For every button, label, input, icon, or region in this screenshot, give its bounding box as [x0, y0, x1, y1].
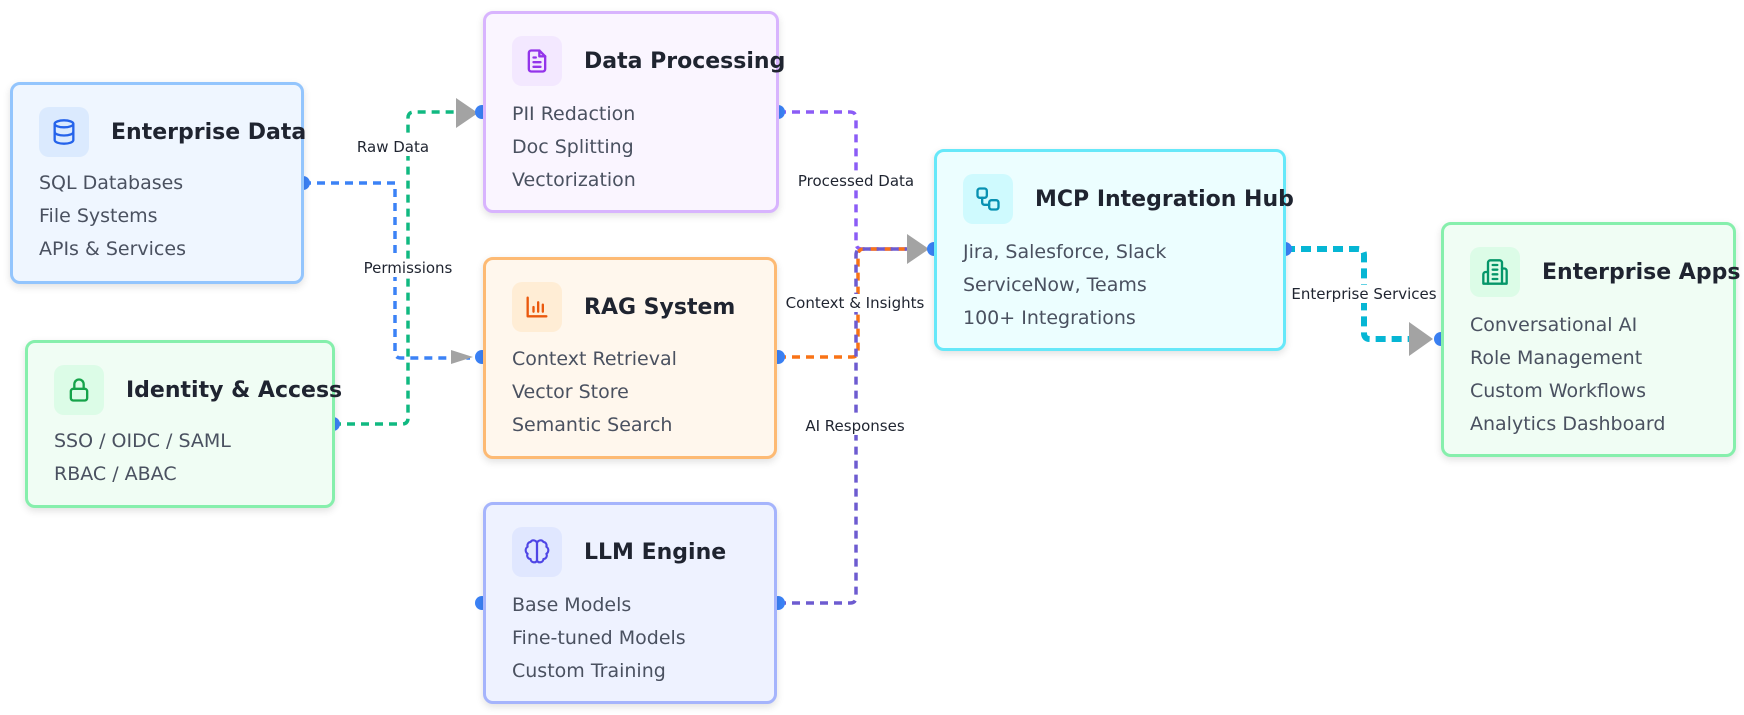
node-title: Enterprise Data: [111, 119, 307, 145]
node-enterprise-data[interactable]: Enterprise Data SQL Databases File Syste…: [10, 82, 307, 284]
node-item: Jira, Salesforce, Slack: [963, 241, 1167, 263]
edge-label-permissions: Permissions: [359, 259, 457, 277]
edge-label-ai-responses: AI Responses: [801, 417, 909, 435]
node-title: LLM Engine: [584, 539, 727, 565]
node-title: Identity & Access: [126, 377, 343, 403]
node-item: Vector Store: [512, 381, 629, 403]
node-item: ServiceNow, Teams: [963, 274, 1147, 296]
node-item: Custom Workflows: [1470, 380, 1646, 402]
workflow-icon: [963, 174, 1013, 224]
node-title: MCP Integration Hub: [1035, 186, 1294, 212]
node-item: Context Retrieval: [512, 348, 677, 370]
edge-label-context-insights: Context & Insights: [781, 294, 929, 312]
node-item: PII Redaction: [512, 103, 636, 125]
node-item: Role Management: [1470, 347, 1643, 369]
bar-chart-icon: [512, 282, 562, 332]
brain-icon: [512, 527, 562, 577]
node-llm-engine[interactable]: LLM Engine Base Models Fine-tuned Models…: [483, 502, 777, 704]
node-title: RAG System: [584, 294, 736, 320]
arrowhead: [1409, 322, 1433, 356]
node-rag-system[interactable]: RAG System Context Retrieval Vector Stor…: [483, 257, 777, 459]
arrowhead: [456, 98, 478, 128]
node-item: Fine-tuned Models: [512, 627, 686, 649]
database-icon: [39, 107, 89, 157]
arrowhead: [451, 350, 473, 364]
node-item: Conversational AI: [1470, 314, 1638, 336]
node-title: Data Processing: [584, 48, 786, 74]
node-item: Analytics Dashboard: [1470, 413, 1666, 435]
node-data-processing[interactable]: Data Processing PII Redaction Doc Splitt…: [483, 11, 785, 213]
edge-label-raw-data: Raw Data: [352, 138, 434, 156]
node-item: File Systems: [39, 205, 158, 227]
node-item: RBAC / ABAC: [54, 463, 177, 485]
node-item: Vectorization: [512, 169, 636, 191]
lock-icon: [54, 365, 104, 415]
node-item: Doc Splitting: [512, 136, 634, 158]
node-identity-access[interactable]: Identity & Access SSO / OIDC / SAML RBAC…: [25, 340, 342, 508]
node-item: Custom Training: [512, 660, 666, 682]
building-icon: [1470, 247, 1520, 297]
node-item: APIs & Services: [39, 238, 186, 260]
edge-label-processed-data: Processed Data: [793, 172, 919, 190]
node-item: 100+ Integrations: [963, 307, 1136, 329]
arrowhead: [907, 234, 929, 264]
node-item: SSO / OIDC / SAML: [54, 430, 231, 452]
node-mcp-integration-hub[interactable]: MCP Integration Hub Jira, Salesforce, Sl…: [934, 149, 1294, 351]
node-item: Base Models: [512, 594, 632, 616]
node-title: Enterprise Apps: [1542, 259, 1741, 285]
node-item: SQL Databases: [39, 172, 184, 194]
document-icon: [512, 36, 562, 86]
node-enterprise-apps[interactable]: Enterprise Apps Conversational AI Role M…: [1441, 222, 1740, 457]
edge-label-enterprise-services: Enterprise Services: [1287, 285, 1441, 303]
node-item: Semantic Search: [512, 414, 673, 436]
